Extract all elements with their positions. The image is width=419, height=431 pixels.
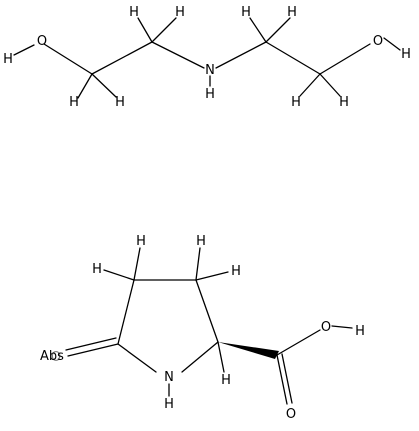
bond	[133, 247, 141, 281]
bond	[215, 41, 267, 69]
bond	[281, 353, 293, 404]
atom-n: N	[205, 63, 215, 78]
bond	[331, 325, 353, 329]
atom-h: H	[164, 397, 174, 412]
atom-h: H	[129, 5, 139, 20]
bond	[195, 279, 219, 343]
bond	[383, 37, 401, 51]
bond	[195, 247, 201, 281]
atom-h: H	[355, 324, 365, 339]
bond	[276, 354, 288, 405]
bond	[181, 341, 219, 373]
bond	[265, 17, 291, 43]
bond	[151, 17, 177, 43]
atom-h: H	[221, 373, 231, 388]
atom-h: H	[339, 95, 349, 110]
atom-h: H	[196, 234, 206, 249]
bond	[103, 269, 135, 281]
bond	[117, 343, 157, 373]
atom-h: H	[115, 95, 125, 110]
atom-h: H	[291, 95, 301, 110]
atom-h: H	[241, 5, 251, 20]
atom-h: H	[136, 234, 146, 249]
atom-o: O	[321, 320, 331, 335]
atom-h: H	[401, 47, 411, 62]
bond	[67, 343, 119, 357]
bond	[13, 44, 35, 56]
atom-o: O	[51, 350, 61, 365]
stereo-wedge	[218, 342, 279, 359]
molecule-pyroglutamic-acid: Abs O H H H H N H H O H O	[40, 234, 365, 422]
bond	[299, 73, 321, 97]
atom-h: H	[287, 5, 297, 20]
bond	[195, 271, 229, 281]
molecule-diethanolamine: H O H H H H N H H H H H O H	[3, 5, 411, 110]
atom-h: H	[175, 5, 185, 20]
atom-h: H	[92, 262, 102, 277]
atom-o: O	[286, 407, 296, 422]
atom-h: H	[69, 95, 79, 110]
bond	[43, 43, 93, 75]
bond	[265, 41, 321, 75]
atom-o: O	[37, 34, 47, 49]
atom-n: N	[164, 370, 174, 385]
bond	[91, 41, 153, 75]
bond	[117, 279, 135, 345]
abs-label: Abs	[40, 349, 64, 364]
bond	[319, 43, 371, 75]
bond	[276, 329, 321, 356]
bond	[65, 337, 117, 351]
bond	[249, 17, 267, 43]
atom-h: H	[205, 87, 215, 102]
atom-o: O	[373, 34, 383, 49]
atom-h: H	[231, 264, 241, 279]
bond	[319, 73, 341, 97]
bond	[91, 73, 117, 98]
bond	[217, 341, 225, 373]
bond	[137, 17, 153, 43]
bond	[77, 73, 93, 99]
bond	[151, 41, 205, 69]
atom-h: H	[3, 52, 13, 67]
